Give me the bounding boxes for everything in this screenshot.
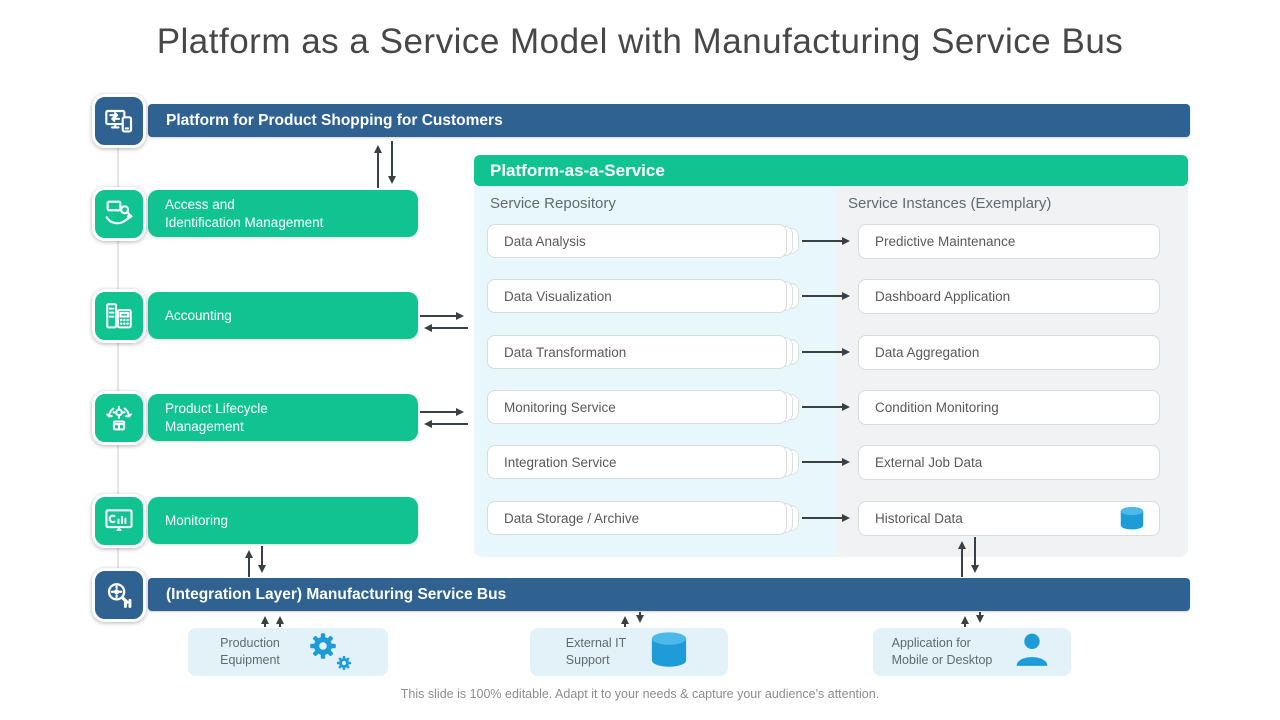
devices-sync-icon — [92, 94, 146, 148]
repo-item-stack: Data Analysis — [487, 224, 801, 258]
database-icon — [1117, 506, 1147, 531]
gears-icon — [300, 627, 356, 678]
slide-title: Platform as a Service Model with Manufac… — [156, 22, 1124, 61]
left-connector-line — [117, 121, 119, 595]
arrow-down-monitoring-bus — [258, 546, 266, 573]
repo-item-label: Data Analysis — [504, 233, 586, 249]
repo-item-stack: Data Storage / Archive — [487, 501, 801, 535]
repo-item-stack: Data Transformation — [487, 335, 801, 369]
instance-item-label: Predictive Maintenance — [875, 234, 1016, 249]
repo-item-label: Integration Service — [504, 454, 617, 470]
node-label: Application for Mobile or Desktop — [891, 636, 993, 667]
repo-item: Data Transformation — [487, 335, 787, 369]
arrow-accounting-to-paas — [420, 312, 464, 320]
instance-item: Data Aggregation — [858, 335, 1160, 370]
instance-item: Dashboard Application — [858, 279, 1160, 314]
node-production-equipment: Production Equipment — [188, 628, 388, 676]
search-gear-icon — [92, 568, 146, 622]
paas-header: Platform-as-a-Service — [474, 155, 1188, 186]
arrow-up-application — [961, 616, 969, 627]
user-icon — [1012, 630, 1052, 675]
arrow-repo-to-instance — [802, 348, 850, 356]
module-monitoring: Monitoring — [148, 497, 418, 544]
repo-item: Data Analysis — [487, 224, 787, 258]
module-product-lifecycle: Product Lifecycle Management — [148, 394, 418, 441]
arrow-up-production — [276, 616, 284, 627]
lifecycle-gear-icon — [92, 391, 146, 445]
arrow-plm-to-paas — [420, 408, 464, 416]
arrow-paas-to-accounting — [424, 324, 468, 332]
top-bar-label: Platform for Product Shopping for Custom… — [166, 111, 503, 129]
instance-item: External Job Data — [858, 445, 1160, 480]
monitor-chart-icon — [92, 494, 146, 548]
arrow-down-external-it — [636, 612, 644, 623]
repo-item-label: Data Storage / Archive — [504, 510, 640, 526]
arrow-down-topbar — [388, 141, 396, 184]
repo-item-label: Data Transformation — [504, 344, 627, 360]
instance-item-label: External Job Data — [875, 455, 983, 470]
module-label: Access and Identification Management — [165, 196, 324, 230]
module-label: Monitoring — [165, 512, 229, 528]
instance-item-label: Historical Data — [875, 511, 963, 526]
arrow-repo-to-instance — [802, 403, 850, 411]
repo-item: Monitoring Service — [487, 390, 787, 424]
arrow-up-historical-bus — [958, 541, 966, 577]
arrow-up-monitoring-bus — [245, 550, 253, 577]
repo-item-label: Monitoring Service — [504, 399, 616, 415]
paas-header-label: Platform-as-a-Service — [490, 160, 665, 180]
instance-item-label: Dashboard Application — [875, 289, 1011, 304]
repository-heading: Service Repository — [490, 195, 616, 212]
node-label: Production Equipment — [220, 636, 280, 667]
repo-item: Data Visualization — [487, 279, 787, 313]
arrow-paas-to-plm — [424, 420, 468, 428]
module-access-identification: Access and Identification Management — [148, 190, 418, 237]
module-label: Product Lifecycle Management — [165, 400, 268, 434]
node-label: External IT Support — [565, 636, 627, 667]
arrow-repo-to-instance — [802, 237, 850, 245]
repo-item: Integration Service — [487, 445, 787, 479]
repo-item-stack: Monitoring Service — [487, 390, 801, 424]
arrow-up-external-it — [621, 616, 629, 627]
repo-item: Data Storage / Archive — [487, 501, 787, 535]
instance-item: Historical Data — [858, 501, 1160, 536]
arrow-down-application — [976, 612, 984, 623]
module-label: Accounting — [165, 307, 232, 323]
calculator-fax-icon — [92, 289, 146, 343]
node-external-it-support: External IT Support — [530, 628, 728, 676]
top-bar: Platform for Product Shopping for Custom… — [148, 104, 1190, 137]
access-key-icon — [92, 187, 146, 241]
database-icon — [646, 631, 692, 674]
arrow-repo-to-instance — [802, 458, 850, 466]
instance-item: Predictive Maintenance — [858, 224, 1160, 259]
arrow-up-topbar — [374, 145, 382, 188]
module-accounting: Accounting — [148, 292, 418, 339]
arrow-up-production — [261, 616, 269, 627]
instance-item-label: Data Aggregation — [875, 345, 980, 360]
footer-note: This slide is 100% editable. Adapt it to… — [400, 687, 880, 701]
bus-bar-label: (Integration Layer) Manufacturing Servic… — [166, 585, 507, 603]
instance-item: Condition Monitoring — [858, 390, 1160, 425]
repo-item-label: Data Visualization — [504, 288, 612, 304]
repo-item-stack: Data Visualization — [487, 279, 801, 313]
arrow-down-historical-bus — [971, 537, 979, 573]
instance-item-label: Condition Monitoring — [875, 400, 999, 415]
instances-heading: Service Instances (Exemplary) — [848, 195, 1052, 212]
node-application-mobile-desktop: Application for Mobile or Desktop — [873, 628, 1071, 676]
arrow-repo-to-instance — [802, 292, 850, 300]
repo-item-stack: Integration Service — [487, 445, 801, 479]
bus-bar: (Integration Layer) Manufacturing Servic… — [148, 578, 1190, 611]
arrow-repo-to-instance — [802, 514, 850, 522]
